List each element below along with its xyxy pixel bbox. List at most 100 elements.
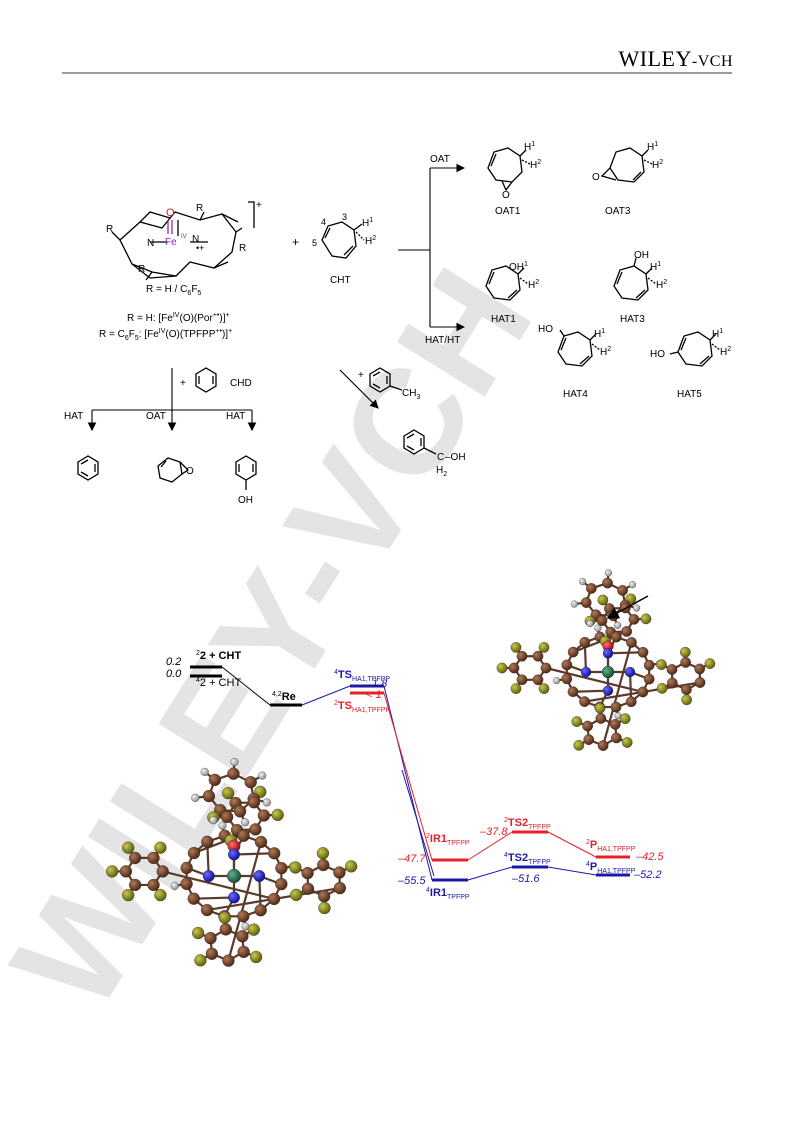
hat4-label: HAT4: [563, 389, 588, 400]
e-ts2-ha1: < 1: [366, 689, 382, 701]
e-ts2-quartet: –51.6: [511, 873, 540, 885]
energy-connectors: [221, 666, 597, 881]
e-p-doublet: –42.5: [635, 851, 664, 863]
r-label-2: R: [196, 203, 203, 214]
definition-h: R = H: [FeIV(O)(Por+•)]+: [127, 312, 230, 324]
label-ts2-doublet: 2TS2TPFPP: [504, 817, 551, 831]
e-ir1-quartet: –55.5: [397, 875, 426, 887]
r-label-3: R: [239, 243, 246, 254]
toluene-arrow: [339, 369, 379, 409]
hat1-label: HAT1: [491, 314, 516, 325]
cht-h1: H1: [362, 217, 373, 229]
oat3-label: OAT3: [605, 206, 631, 217]
label-ts2-ha1: 2TSHA1,TPFPP: [334, 700, 390, 714]
label-reactant-quartet: 42 + CHT: [196, 677, 241, 689]
label-ts2-quartet: 4TS2TPFPP: [504, 852, 551, 866]
chd-plus: +: [180, 378, 186, 389]
oat3-h2: H2: [652, 159, 663, 171]
header-rule: [62, 72, 732, 74]
chd-epoxide-o: O: [186, 466, 194, 477]
label-ir1-doublet: 2IR1TPFPP: [426, 833, 470, 847]
e-ts4-ha1: 1.8: [372, 678, 388, 690]
cht-n4: 4: [321, 217, 326, 227]
branch-arrows: [398, 163, 466, 332]
hat5-label: HAT5: [677, 389, 702, 400]
r-label-1: R: [106, 224, 113, 235]
r-label-4: R: [138, 264, 145, 275]
hat3-label: HAT3: [620, 314, 645, 325]
benzyl-c: C: [437, 452, 444, 463]
chd-label: CHD: [230, 378, 252, 389]
benzyl-alcohol-structure: [403, 429, 437, 455]
ts-molecule-render-top: [496, 569, 716, 751]
hat1-oh: OH1: [509, 261, 528, 273]
oat1-structure: [487, 147, 531, 192]
chd-hat-right: HAT: [226, 411, 245, 422]
hat5-h2: H2: [720, 346, 731, 358]
hat4-ho: HO: [538, 324, 553, 335]
n-right-label: N: [192, 234, 199, 245]
oat3-o: O: [592, 172, 600, 183]
n-left-label: N: [147, 238, 154, 249]
hat1-h2: H2: [528, 279, 539, 291]
oat1-o: O: [502, 190, 510, 201]
definition-c6f5: R = C6F5: [FeIV(O)(TPFPP+•)]+: [99, 328, 232, 342]
hat1-structure: [485, 265, 529, 301]
oat-branch-label: OAT: [430, 154, 450, 165]
toluene-plus: +: [358, 370, 364, 381]
chd-epoxide-product: [157, 457, 190, 483]
watermark: WILEY-VCH: [0, 241, 564, 1037]
oat1-h2: H2: [530, 159, 541, 171]
benzyl-h2: H2: [436, 465, 447, 478]
energy-levels: [190, 665, 630, 882]
ts-molecule-render-bottom: [105, 757, 358, 967]
label-ir1-quartet: 4IR1TPFPP: [426, 887, 470, 901]
label-p-doublet: 2PHA1,TPFPP: [586, 839, 636, 853]
cht-n3: 3: [342, 212, 347, 222]
chd-arrows: [87, 368, 257, 432]
chd-hat-left: HAT: [64, 411, 83, 422]
e-reactant-quartet: 0.0: [166, 668, 182, 680]
toluene-structure: [369, 367, 403, 393]
hydrogen-pointer-arrow: [606, 595, 649, 619]
cht-label: CHT: [330, 275, 351, 286]
hat4-h1: H1: [594, 328, 605, 340]
hat3-structure: [613, 257, 657, 301]
chd-structure: [195, 367, 217, 393]
fe-oxidation-label: IV: [181, 234, 187, 240]
hat4-h2: H2: [600, 346, 611, 358]
oat3-h1: H1: [647, 141, 658, 153]
oat3-structure: [600, 147, 653, 183]
chd-oh: OH: [238, 495, 253, 506]
label-reactant-doublet: 22 + CHT: [196, 650, 241, 662]
cht-n5: 5: [312, 238, 317, 248]
hat5-h1: H1: [712, 328, 723, 340]
hat4-structure: [557, 329, 601, 367]
publisher-logo: WILEY-VCH: [618, 46, 733, 71]
fe-label: Fe: [165, 237, 177, 248]
label-re: 4,2Re: [272, 691, 296, 703]
oat1-h1: H1: [524, 141, 535, 153]
fe-oxo-porphyrin-structure: [111, 201, 255, 281]
radical-label: •+: [196, 243, 204, 253]
e-ts2-doublet: –37.8: [479, 826, 508, 838]
hat3-oh: OH: [634, 250, 649, 261]
svg-text:WILEY-VCH: WILEY-VCH: [0, 241, 564, 1037]
cht-h2: H2: [365, 235, 376, 247]
hat3-h2: H2: [656, 279, 667, 291]
hat5-structure: [669, 331, 721, 367]
label-p-quartet: 4PHA1,TPFPP: [586, 861, 636, 875]
hat3-h1: H1: [650, 261, 661, 273]
label-ts4-ha1: 4TSHA1,TPFPP: [334, 669, 390, 683]
benzene-product: [77, 455, 99, 481]
toluene-ch3: CH3: [402, 388, 420, 401]
chd-oat: OAT: [146, 411, 166, 422]
oxo-label: O: [166, 207, 175, 219]
e-reactant-doublet: 0.2: [166, 656, 181, 668]
e-ir1-doublet: –47.7: [397, 853, 426, 865]
r-definition: R = H / C6F5: [146, 284, 201, 297]
oat1-label: OAT1: [495, 206, 521, 217]
hat-branch-label: HAT/HT: [425, 335, 460, 346]
cyclohexadienol-product: [235, 455, 257, 490]
